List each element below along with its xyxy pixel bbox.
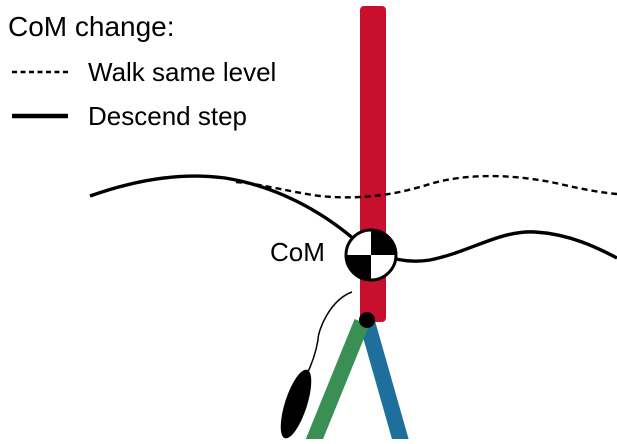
solid-line-swatch	[12, 99, 68, 133]
sensor-cable	[305, 291, 353, 377]
legend-title: CoM change:	[8, 11, 175, 42]
dashed-line-swatch	[12, 55, 68, 89]
com-label: CoM	[270, 237, 325, 267]
legend-label-walk-same-level: Walk same level	[88, 57, 277, 87]
legend-item-walk-same-level: Walk same level	[12, 55, 276, 89]
leg-blue-segment	[359, 319, 410, 444]
leg-green-segment	[304, 318, 370, 444]
sensor-device	[280, 369, 312, 439]
walk-same-level-trajectory	[235, 174, 617, 199]
legend-label-descend-step: Descend step	[88, 101, 247, 131]
hip-joint	[359, 312, 375, 328]
com-marker-icon	[344, 228, 398, 282]
legend-item-descend-step: Descend step	[12, 99, 247, 133]
